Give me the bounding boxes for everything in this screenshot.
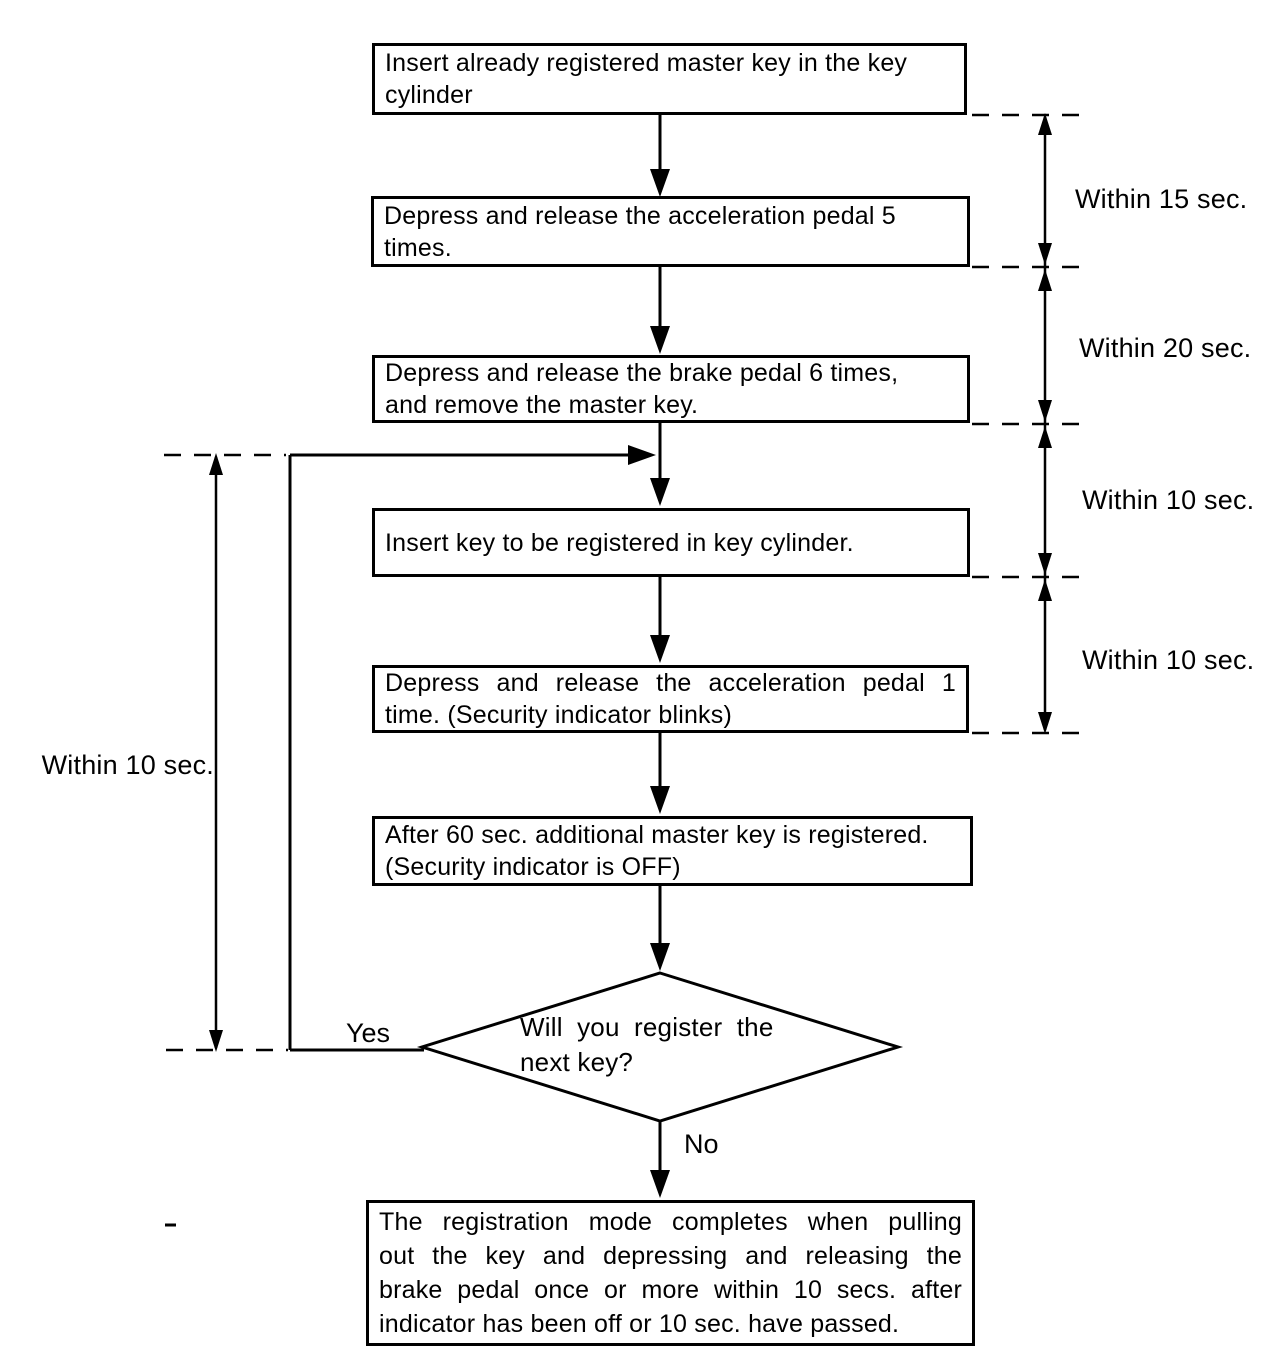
box-line: After 60 sec. additional master key is r…: [385, 821, 929, 849]
step-box-registration-complete: The registration mode completes when pul…: [366, 1200, 975, 1346]
timing-dimension-left: [209, 453, 223, 1052]
box-line: (Security indicator is OFF): [385, 853, 681, 881]
step-box-brake-pedal-6-times: Depress and release the brake pedal 6 ti…: [372, 355, 970, 423]
decision-line: Will you register the: [520, 1012, 774, 1042]
yes-loop-line: [288, 445, 656, 1052]
dashed-reference-lines-right: [972, 113, 1092, 735]
box-line: brake pedal once or more within 10 secs.…: [379, 1276, 962, 1304]
box-line: times.: [384, 233, 452, 262]
timing-label-within-10-sec-a: Within 10 sec.: [1082, 485, 1255, 515]
timing-label-within-20-sec: Within 20 sec.: [1079, 333, 1252, 363]
box-line: Insert already registered master key in …: [385, 49, 908, 77]
yes-branch-label: Yes: [346, 1018, 391, 1048]
step-box-insert-new-key: Insert key to be registered in key cylin…: [372, 508, 970, 577]
box-line: indicator has been off or 10 sec. have p…: [379, 1310, 900, 1338]
no-branch-label: No: [684, 1129, 719, 1159]
box-line: Depress and release the acceleration ped…: [385, 669, 956, 697]
box-line: out the key and depressing and releasing…: [379, 1242, 962, 1270]
box-line: cylinder: [385, 81, 473, 109]
step-box-key-registered: After 60 sec. additional master key is r…: [372, 816, 973, 886]
decision-line: next key?: [520, 1047, 634, 1077]
box-line: Depress and release the acceleration ped…: [384, 201, 896, 230]
box-line: time. (Security indicator blinks): [385, 701, 732, 729]
box-line: and remove the master key.: [385, 391, 699, 419]
box-line: Depress and release the brake pedal 6 ti…: [385, 359, 899, 387]
box-line: The registration mode completes when pul…: [379, 1208, 962, 1236]
main-flow-arrows: [650, 115, 670, 1198]
timing-label-within-10-sec-b: Within 10 sec.: [1082, 645, 1255, 675]
decision-diamond: [416, 971, 904, 1123]
step-box-accel-pedal-5-times: Depress and release the acceleration ped…: [371, 196, 970, 267]
step-box-insert-master-key: Insert already registered master key in …: [372, 43, 967, 115]
box-line: Insert key to be registered in key cylin…: [385, 528, 854, 557]
dashed-reference-lines-left: [164, 453, 288, 1052]
decision-question: Will you register the next key?: [520, 1010, 810, 1080]
timing-label-within-15-sec: Within 15 sec.: [1075, 184, 1248, 214]
step-box-accel-pedal-1-time: Depress and release the acceleration ped…: [372, 665, 969, 733]
timing-label-within-10-sec-loop: Within 10 sec.: [41, 750, 214, 780]
